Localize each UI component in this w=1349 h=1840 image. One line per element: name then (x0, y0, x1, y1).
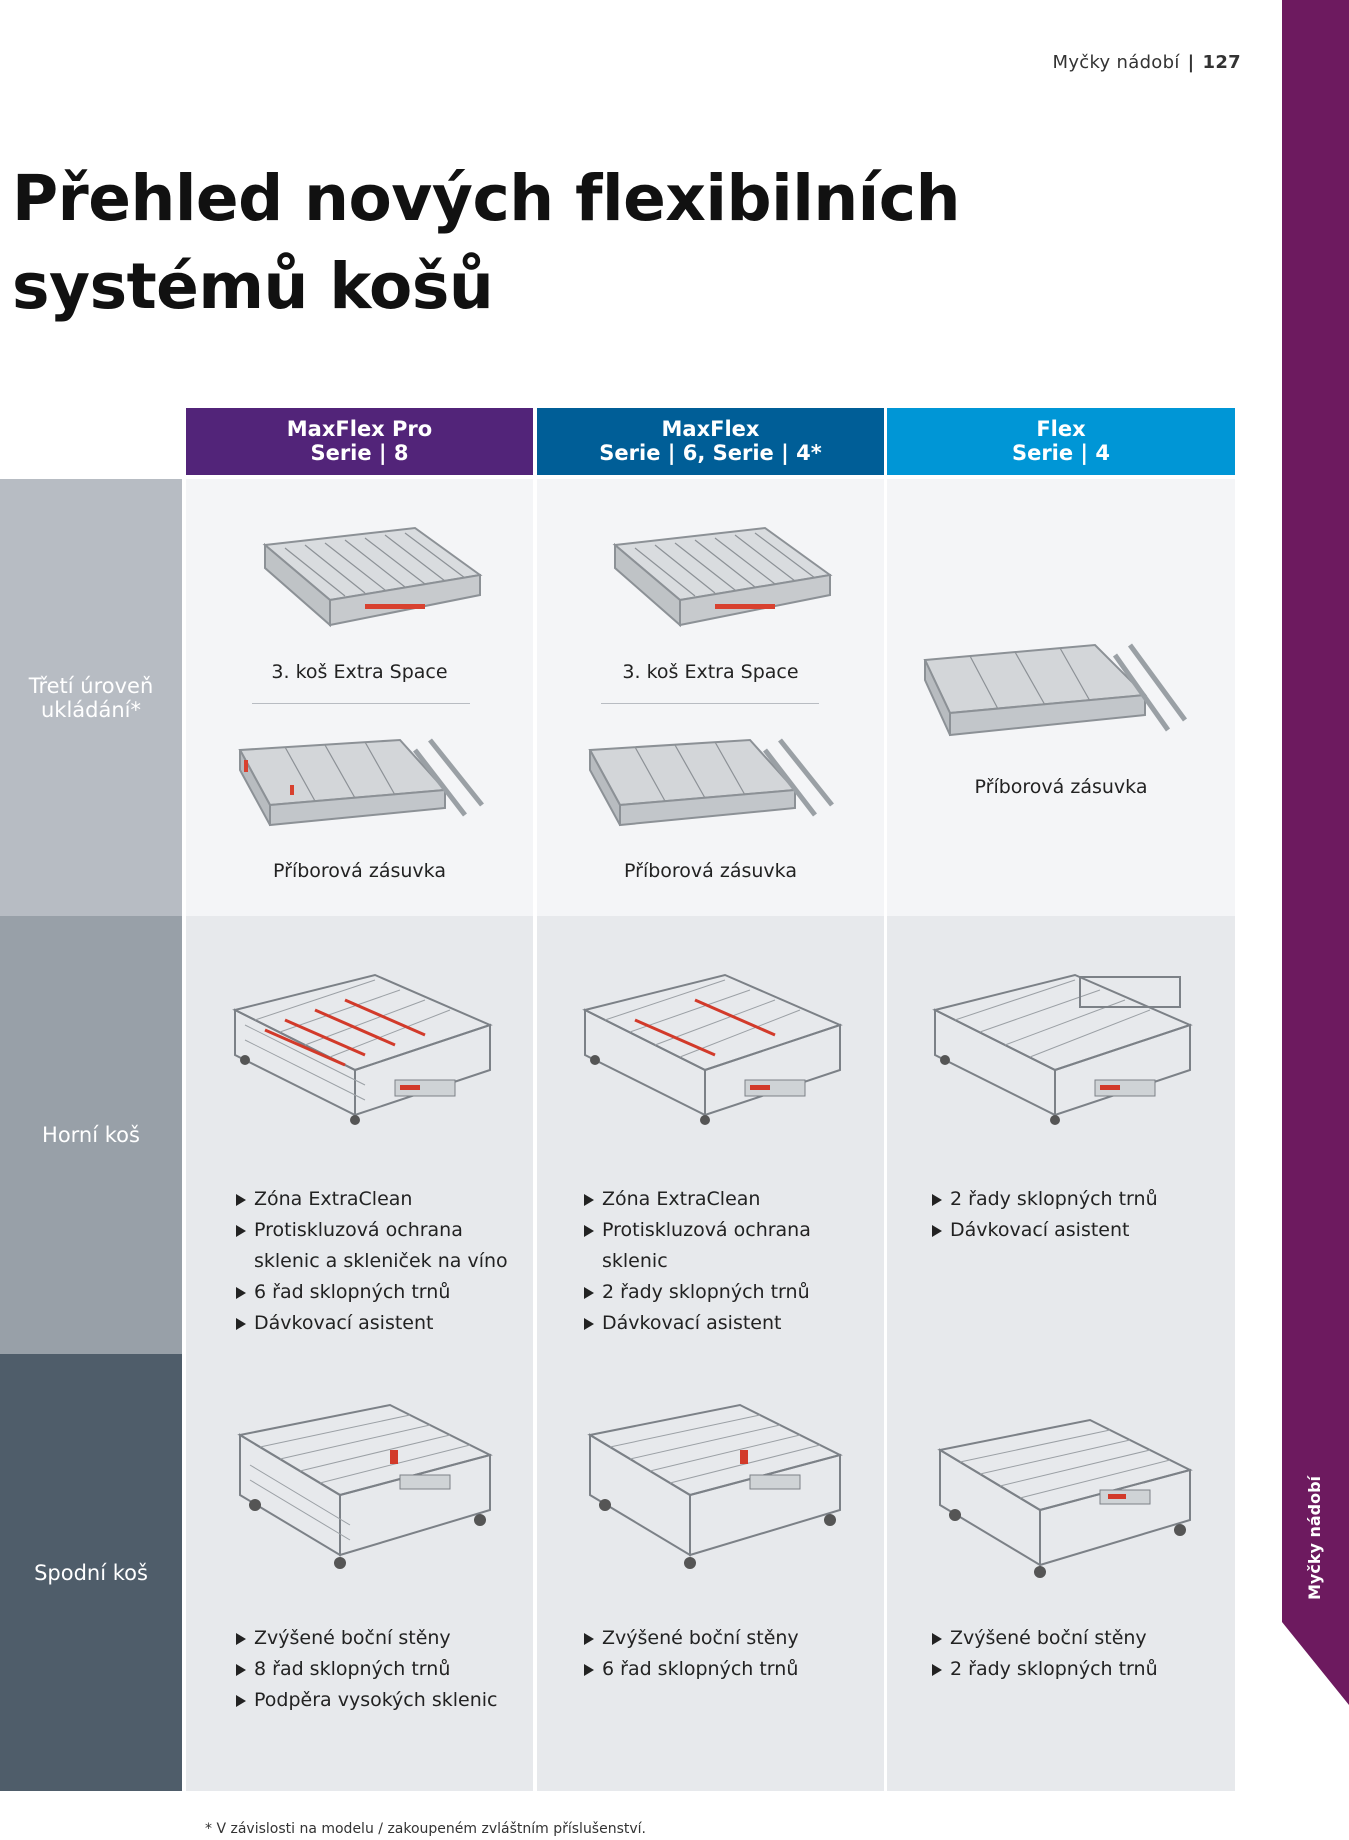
cell-lower-col1 (186, 1354, 533, 1791)
feature-item: Zvýšené boční stěny (932, 1623, 1158, 1654)
lower-basket-image (937, 1418, 1193, 1578)
divider (601, 703, 819, 704)
feature-item: 6 řad sklopných trnů (584, 1654, 799, 1685)
column-header-maxflex-pro: MaxFlex Pro Serie | 8 (186, 408, 533, 475)
cutlery-drawer-image (238, 738, 484, 827)
caption-cutlery-drawer: Příborová zásuvka (624, 860, 797, 882)
lower-features-col3: Zvýšené boční stěny 2 řady sklopných trn… (932, 1623, 1158, 1685)
upper-features-col3: 2 řady sklopných trnů Dávkovací asistent (932, 1184, 1158, 1246)
lower-features-col2: Zvýšené boční stěny 6 řad sklopných trnů (584, 1623, 799, 1685)
upper-basket-image (932, 973, 1193, 1125)
feature-item: Protiskluzová ochrana (584, 1215, 811, 1246)
page-title: Přehled nových flexibilních systémů košů (12, 155, 960, 331)
feature-item: Protiskluzová ochrana (236, 1215, 508, 1246)
lower-basket-image (587, 1403, 843, 1569)
row-label-lower-basket: Spodní koš (0, 1354, 182, 1791)
feature-item: Zvýšené boční stěny (236, 1623, 497, 1654)
third-basket-image (262, 526, 483, 628)
caption-cutlery-drawer: Příborová zásuvka (273, 860, 446, 882)
cell-lower-col2 (537, 1354, 884, 1791)
section-name: Myčky nádobí (1052, 52, 1180, 73)
upper-features-col1: Zóna ExtraClean Protiskluzová ochrana sk… (236, 1184, 508, 1339)
page-number: 127 (1202, 52, 1241, 73)
upper-features-col2: Zóna ExtraClean Protiskluzová ochrana sk… (584, 1184, 811, 1339)
section-sidebar (1282, 0, 1349, 1840)
feature-item: 6 řad sklopných trnů (236, 1277, 508, 1308)
cutlery-drawer-image (588, 738, 834, 827)
cell-upper-col3 (887, 916, 1235, 1354)
header-separator: | (1187, 52, 1195, 73)
feature-item: 2 řady sklopných trnů (932, 1184, 1158, 1215)
cell-upper-col2 (537, 916, 884, 1354)
upper-basket-image (232, 973, 493, 1125)
row-label-upper-basket: Horní koš (0, 916, 182, 1354)
cell-lower-col3 (887, 1354, 1235, 1791)
page-header: Myčky nádobí | 127 (1053, 52, 1242, 73)
feature-item: Podpěra vysokých sklenic (236, 1685, 497, 1716)
title-line-2: systémů košů (12, 250, 494, 323)
cutlery-drawer-image (923, 643, 1188, 737)
footnote: * V závislosti na modelu / zakoupeném zv… (205, 1821, 646, 1837)
feature-item: Zvýšené boční stěny (584, 1623, 799, 1654)
divider (252, 703, 470, 704)
feature-item: 2 řady sklopných trnů (584, 1277, 811, 1308)
feature-item: Dávkovací asistent (584, 1308, 811, 1339)
feature-item: 2 řady sklopných trnů (932, 1654, 1158, 1685)
sidebar-label: Myčky nádobí (1305, 1475, 1324, 1600)
feature-item: Zóna ExtraClean (236, 1184, 508, 1215)
caption-third-basket: 3. koš Extra Space (622, 661, 799, 683)
column-header-flex: Flex Serie | 4 (887, 408, 1235, 475)
feature-item: 8 řad sklopných trnů (236, 1654, 497, 1685)
caption-third-basket: 3. koš Extra Space (271, 661, 448, 683)
feature-item: Zóna ExtraClean (584, 1184, 811, 1215)
upper-basket-image (582, 973, 843, 1125)
feature-item: Dávkovací asistent (236, 1308, 508, 1339)
lower-features-col1: Zvýšené boční stěny 8 řad sklopných trnů… (236, 1623, 497, 1716)
feature-item-continued: sklenic a skleniček na víno (254, 1250, 508, 1272)
third-basket-image (612, 526, 833, 628)
cell-upper-col1 (186, 916, 533, 1354)
caption-cutlery-drawer: Příborová zásuvka (974, 776, 1148, 798)
feature-item-continued: sklenic (602, 1250, 668, 1272)
lower-basket-image (237, 1403, 493, 1569)
title-line-1: Přehled nových flexibilních (12, 162, 960, 235)
column-header-maxflex: MaxFlex Serie | 6, Serie | 4* (537, 408, 884, 475)
feature-item: Dávkovací asistent (932, 1215, 1158, 1246)
